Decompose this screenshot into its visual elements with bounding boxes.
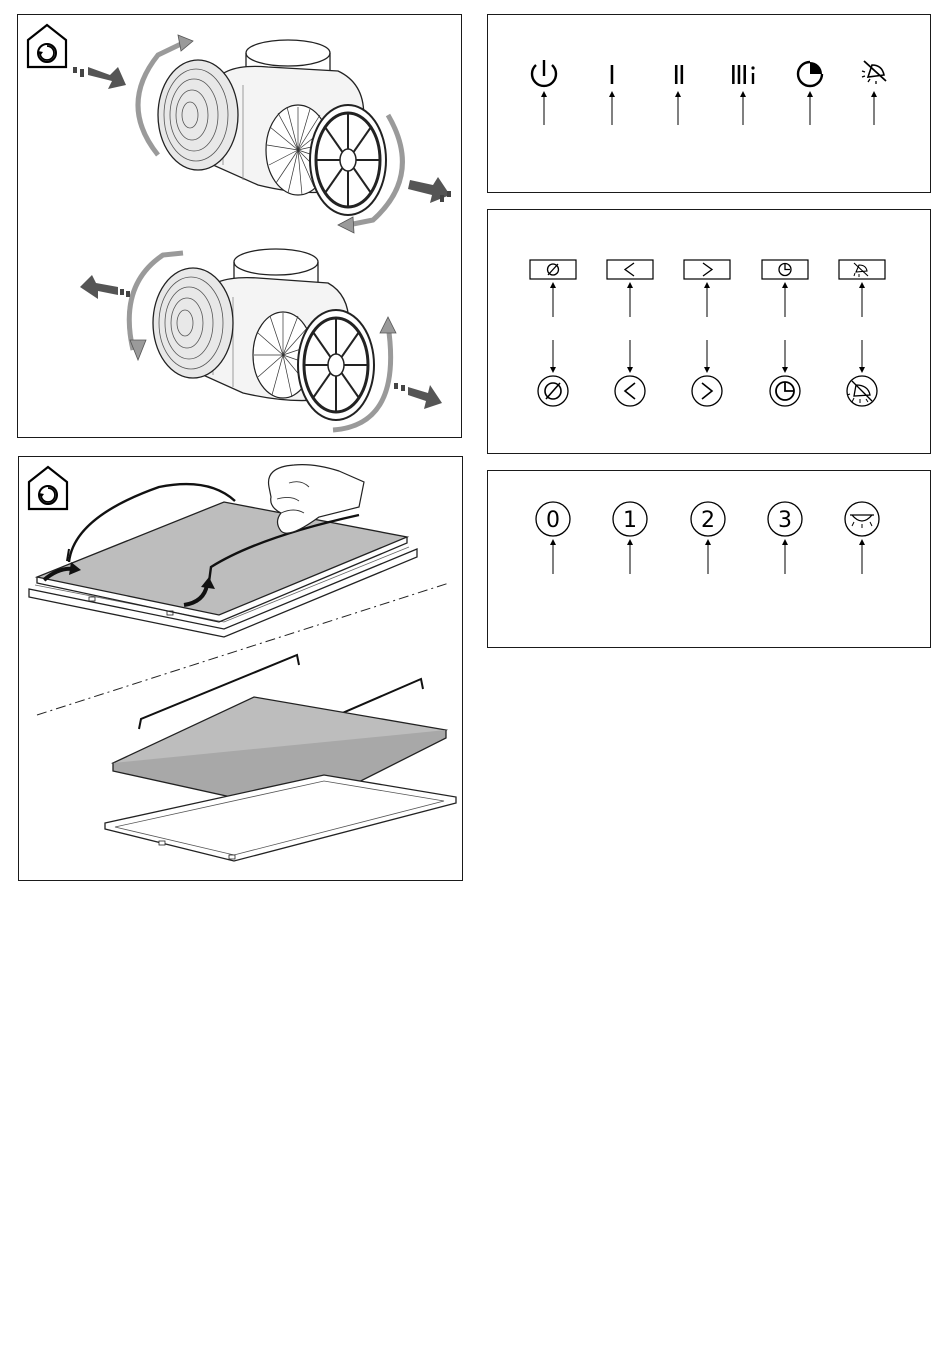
control-panel-b <box>487 209 931 454</box>
key-prev-rect <box>607 260 653 279</box>
chevron-left-icon <box>615 376 645 406</box>
house-recirculation-icon <box>28 25 66 67</box>
key-1-label: 1 <box>623 508 637 533</box>
chevron-right-icon <box>692 376 722 406</box>
key-3-label: 3 <box>778 508 792 533</box>
light-icon <box>847 376 877 406</box>
key-next-rect <box>684 260 730 279</box>
key-3: 3 <box>768 502 802 536</box>
airflow-out-arrow-right-icon <box>394 383 442 409</box>
motor-assembly-top <box>73 35 451 233</box>
motor-assembly-bottom <box>80 249 442 430</box>
key-light-rect <box>839 260 885 279</box>
airflow-in-arrow-icon <box>73 67 126 89</box>
speed-3-label: III <box>729 61 746 91</box>
key-timer-rect <box>762 260 808 279</box>
house-recirculation-icon <box>29 467 67 509</box>
key-0-label: 0 <box>546 508 560 533</box>
light-icon <box>845 502 879 536</box>
filter-mat-illustration <box>19 457 464 882</box>
key-2-label: 2 <box>701 508 715 533</box>
key-1: 1 <box>613 502 647 536</box>
speed-1-label: I <box>608 61 616 91</box>
carbon-filter-illustration <box>18 15 463 439</box>
figure-filter-mat-replacement <box>18 456 463 881</box>
control-panel-c-diagram: 0 1 2 3 <box>488 471 932 649</box>
speed-3-label-group: III <box>729 61 754 91</box>
control-panel-b-diagram <box>488 210 932 455</box>
light-icon <box>862 61 886 84</box>
control-panel-a-diagram: I II III <box>488 15 932 194</box>
control-panel-c: 0 1 2 3 <box>487 470 931 648</box>
key-2: 2 <box>691 502 725 536</box>
timer-icon <box>798 62 822 86</box>
airflow-out-arrow-icon <box>80 275 130 299</box>
timer-icon <box>770 376 800 406</box>
key-0: 0 <box>536 502 570 536</box>
control-panel-a: I II III <box>487 14 931 193</box>
airflow-in-arrow-right-icon <box>408 177 451 203</box>
key-off-round <box>538 376 568 406</box>
power-icon <box>532 60 556 86</box>
speed-2-label: II <box>672 61 684 91</box>
figure-carbon-filter-fitting <box>17 14 462 438</box>
key-off-rect <box>530 260 576 279</box>
filter-exploded-view <box>105 655 456 861</box>
